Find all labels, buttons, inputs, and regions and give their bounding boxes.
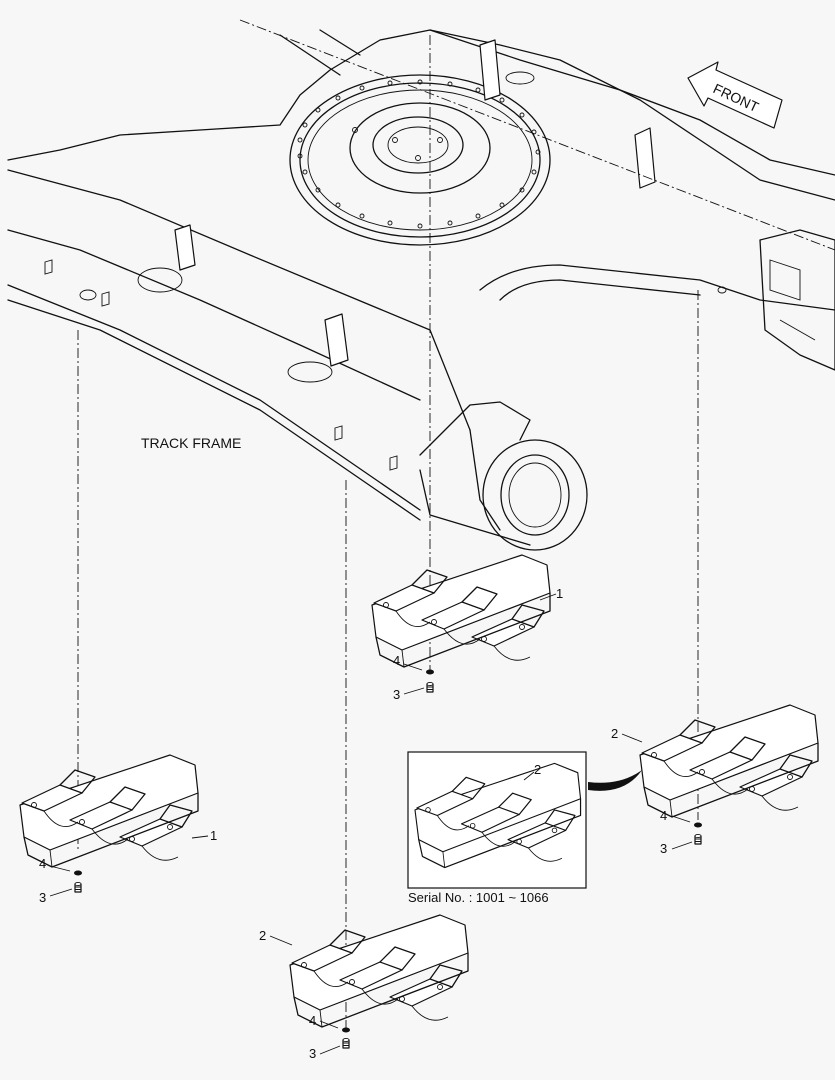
track-guard-part-2-right: 2 4 3 bbox=[611, 704, 819, 856]
callout-guard-a-part: 1 bbox=[556, 586, 563, 601]
center-lines bbox=[77, 19, 835, 1030]
callout-guard-a-bolt: 3 bbox=[393, 687, 400, 702]
serial-inset-detail: 2 Serial No. : 1001 ~ 1066 bbox=[407, 751, 642, 905]
track-guard-part-1-left: 1 4 3 bbox=[19, 754, 217, 905]
callout-guard-c-part: 2 bbox=[259, 928, 266, 943]
callout-guard-b-bolt: 3 bbox=[39, 890, 46, 905]
callout-inset-part: 2 bbox=[534, 762, 541, 777]
callout-guard-d-bolt: 3 bbox=[660, 841, 667, 856]
track-frame-assembly bbox=[7, 29, 835, 551]
serial-number-caption: Serial No. : 1001 ~ 1066 bbox=[408, 890, 549, 905]
callout-guard-d-part: 2 bbox=[611, 726, 618, 741]
callout-guard-c-washer: 4 bbox=[309, 1013, 316, 1028]
callout-guard-a-washer: 4 bbox=[393, 653, 400, 668]
callout-guard-c-bolt: 3 bbox=[309, 1046, 316, 1061]
track-frame-label: TRACK FRAME bbox=[141, 435, 241, 451]
front-direction-arrow: FRONT bbox=[687, 61, 783, 129]
callout-guard-b-part: 1 bbox=[210, 828, 217, 843]
callout-guard-d-washer: 4 bbox=[660, 808, 667, 823]
bearing-bolt-holes bbox=[297, 79, 541, 229]
callout-guard-b-washer: 4 bbox=[39, 856, 46, 871]
track-guard-part-1-center: 1 4 3 bbox=[371, 554, 563, 702]
track-guard-part-2-bottom: 2 4 3 bbox=[259, 914, 469, 1061]
